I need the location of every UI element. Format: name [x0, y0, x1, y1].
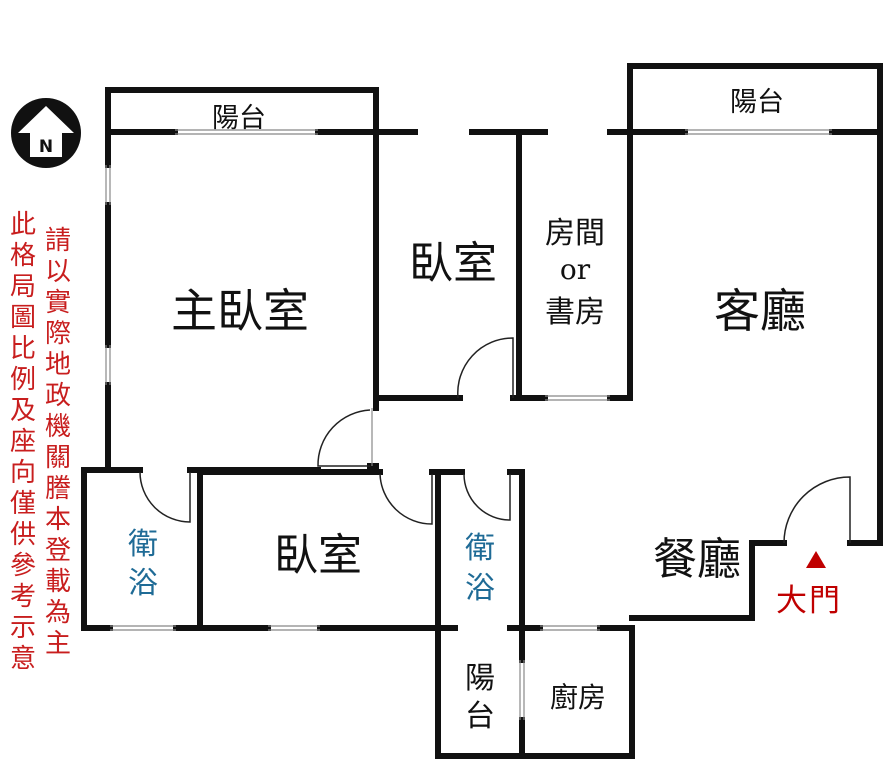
label-balcony-master: 陽台	[212, 103, 266, 134]
note-char: 及	[9, 396, 36, 426]
note-char: 請	[44, 226, 71, 256]
note-char: 登	[44, 536, 71, 566]
note-char: 此	[9, 210, 36, 240]
note-char: 機	[44, 412, 71, 442]
note-char: 圖	[9, 303, 36, 333]
door-entrance	[783, 476, 851, 544]
label-bathroom-1-line1: 衛	[128, 527, 158, 562]
note-char: 政	[44, 381, 71, 411]
note-char: 關	[44, 443, 71, 473]
note-char: 為	[44, 598, 71, 628]
label-balcony-living: 陽台	[730, 87, 784, 118]
note-char: 考	[9, 582, 36, 612]
note-char: 僅	[9, 489, 36, 519]
label-master-bedroom: 主臥室	[171, 284, 309, 338]
note-char: 謄	[44, 474, 71, 504]
label-study-line3: 書房	[545, 295, 605, 330]
compass-letter: N	[39, 137, 53, 157]
label-dining-room: 餐廳	[653, 534, 741, 585]
label-study-line2: or	[560, 253, 591, 286]
label-living-room: 客廳	[714, 284, 806, 338]
note-char: 主	[44, 629, 71, 659]
windows	[105, 129, 832, 720]
note-char: 例	[9, 365, 36, 395]
walls	[81, 63, 883, 759]
door-bathroom-1	[139, 471, 191, 523]
note-char: 座	[9, 427, 36, 457]
label-balcony-service-line1: 陽	[465, 661, 495, 696]
note-char: 實	[44, 288, 71, 318]
door-bedroom-north	[457, 337, 514, 399]
doors	[139, 337, 851, 544]
label-balcony-service-line2: 台	[465, 699, 495, 734]
note-char: 比	[9, 334, 36, 364]
note-char: 示	[9, 613, 36, 643]
label-bathroom-2-line1: 衛	[465, 531, 495, 566]
label-bathroom-2-line2: 浴	[465, 571, 495, 606]
entrance-marker-icon	[806, 551, 826, 568]
note-char: 本	[44, 505, 71, 535]
note-char: 以	[44, 257, 71, 287]
label-study-line1: 房間	[545, 216, 605, 251]
note-instruction: 請以實際地政機關謄本登載為主	[42, 226, 74, 660]
door-bathroom-2	[463, 473, 511, 521]
note-char: 意	[9, 644, 36, 674]
label-kitchen: 廚房	[550, 681, 606, 714]
door-master-bedroom	[317, 409, 371, 467]
note-char: 格	[9, 241, 36, 271]
north-arrow-icon: N	[11, 98, 81, 168]
note-char: 供	[9, 520, 36, 550]
note-char: 地	[44, 350, 71, 380]
note-char: 際	[44, 319, 71, 349]
note-disclaimer: 此格局圖比例及座向僅供參考示意	[7, 210, 39, 675]
label-bedroom-south: 臥室	[274, 530, 362, 581]
entrance-label: 大門	[776, 583, 842, 619]
label-bathroom-1-line2: 浴	[128, 566, 158, 601]
note-char: 向	[9, 458, 36, 488]
door-bedroom-south	[379, 473, 433, 525]
label-bedroom-north: 臥室	[409, 238, 497, 289]
note-char: 參	[9, 551, 36, 581]
note-char: 局	[9, 272, 36, 302]
note-char: 載	[44, 567, 71, 597]
